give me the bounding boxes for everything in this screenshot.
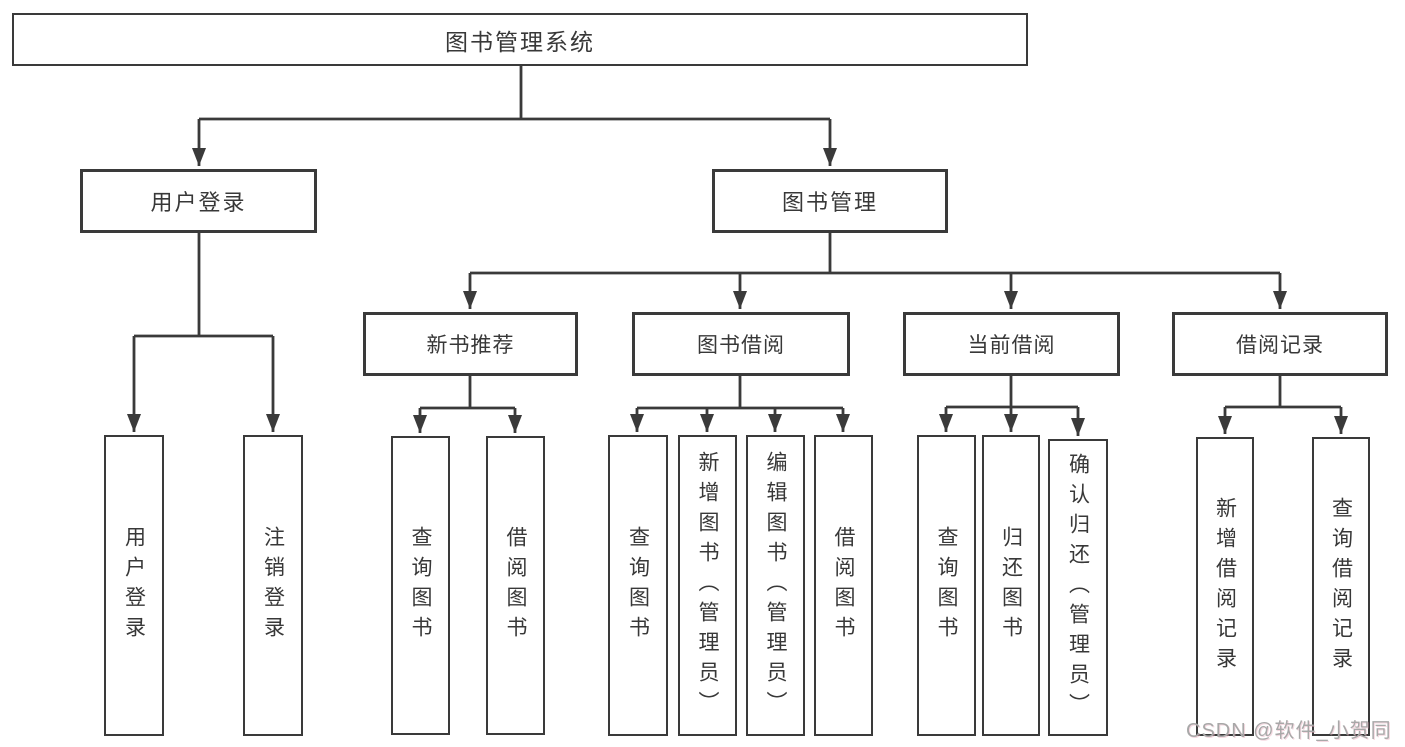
leaf-confirm-return-admin: 确认归还（管理员）	[1048, 439, 1108, 736]
leaf-query-borrow-record: 查询借阅记录	[1312, 437, 1370, 736]
node-borrowing-records: 借阅记录	[1172, 312, 1388, 376]
leaf-logout: 注销登录	[243, 435, 303, 736]
leaf-borrow-books-borrowing: 借阅图书	[814, 435, 873, 736]
leaf-return-books: 归还图书	[982, 435, 1040, 736]
node-new-book-recommendation: 新书推荐	[363, 312, 578, 376]
leaf-query-books-borrowing: 查询图书	[608, 435, 668, 736]
leaf-add-borrow-record: 新增借阅记录	[1196, 437, 1254, 736]
node-current-borrowing: 当前借阅	[903, 312, 1120, 376]
node-book-borrowing: 图书借阅	[632, 312, 850, 376]
leaf-query-books-recommend: 查询图书	[391, 436, 450, 735]
leaf-borrow-books-recommend: 借阅图书	[486, 436, 545, 735]
leaf-edit-book-admin: 编辑图书（管理员）	[746, 435, 805, 736]
node-user-login: 用户登录	[80, 169, 317, 233]
csdn-watermark: CSDN @软件_小贺同学	[1186, 720, 1392, 742]
node-book-management: 图书管理	[712, 169, 948, 233]
leaf-user-login: 用户登录	[104, 435, 164, 736]
leaf-query-books-current: 查询图书	[917, 435, 976, 736]
leaf-add-book-admin: 新增图书（管理员）	[678, 435, 737, 736]
node-library-system: 图书管理系统	[12, 13, 1028, 66]
